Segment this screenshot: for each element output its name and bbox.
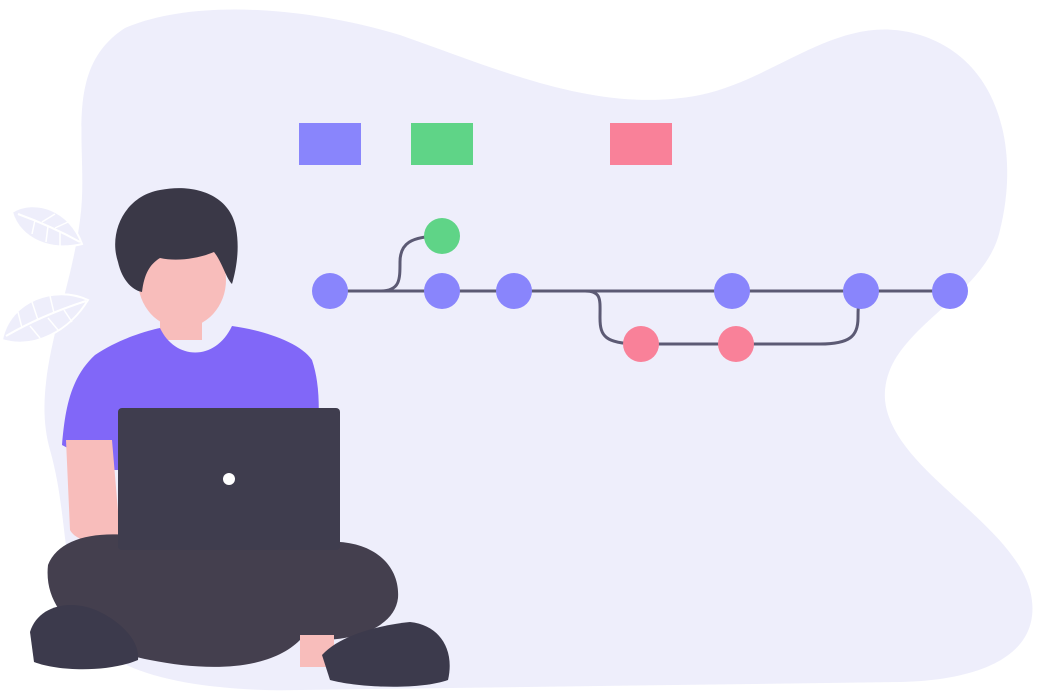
commit-node-icon — [424, 218, 460, 254]
leaf-icon — [0, 293, 90, 344]
pants — [47, 534, 399, 667]
laptop-logo — [223, 473, 235, 485]
shoe-left — [30, 604, 139, 670]
git-commit-nodes — [312, 218, 968, 362]
arm-left — [66, 440, 120, 542]
main-branch-legend-icon — [299, 123, 361, 165]
commit-node-icon — [843, 273, 879, 309]
commit-node-icon — [718, 326, 754, 362]
leaf-icon — [10, 205, 84, 248]
hair — [115, 188, 238, 292]
person-figure — [30, 188, 450, 687]
hotfix-branch-legend-icon — [411, 123, 473, 165]
laptop-base — [118, 540, 340, 548]
commit-node-icon — [424, 273, 460, 309]
commit-node-icon — [496, 273, 532, 309]
commit-node-icon — [312, 273, 348, 309]
shoe-right — [322, 622, 450, 687]
commit-node-icon — [714, 273, 750, 309]
commit-node-icon — [623, 326, 659, 362]
commit-node-icon — [932, 273, 968, 309]
feature-branch-legend-icon — [610, 123, 672, 165]
